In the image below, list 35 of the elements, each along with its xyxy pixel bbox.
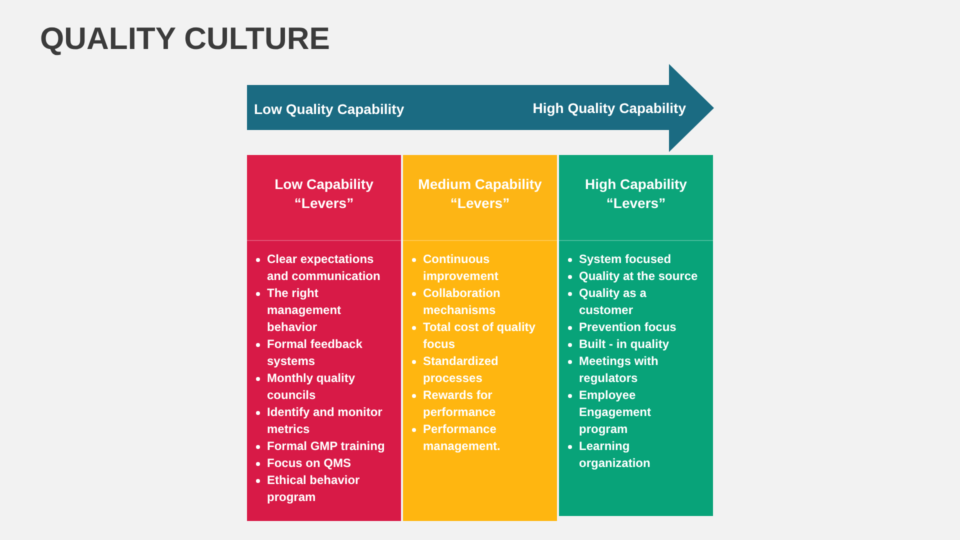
bullet-item: Performance management. [409,421,547,455]
header-text: Low Capability “Levers” [274,174,374,212]
bullet-item: Identify and monitor metrics [253,404,391,438]
bullet-item: Prevention focus [565,319,703,336]
bullet-item: The right management behavior [253,285,391,336]
bullet-item: Total cost of quality focus [409,319,547,353]
capability-arrow [247,64,714,152]
lever-list-panel [247,240,401,521]
bullet-item: Meetings with regulators [565,353,703,387]
bullet-item: Monthly quality councils [253,370,391,404]
bullet-item: Quality at the source [565,268,703,285]
column-header [559,155,713,240]
bullet-item: Quality as a customer [565,285,703,319]
lever-list-panel [403,240,557,521]
column-header [247,155,401,240]
page-title: QUALITY CULTURE [40,20,330,58]
bullet-item: Formal GMP training [253,438,391,455]
lever-list-panel [559,240,713,516]
bullet-item: Learning organization [565,438,703,472]
bullet-item: Employee Engagement program [565,387,703,438]
header-text: High Capability “Levers” [584,174,688,212]
bullet-item: Clear expectations and communication [253,251,391,285]
bullet-item: Standardized processes [409,353,547,387]
arrow-label: Low Quality Capability [254,100,404,119]
column-header [403,155,557,240]
bullet-item: Collaboration mechanisms [409,285,547,319]
bullet-item: Built - in quality [565,336,703,353]
bullet-item: Rewards for performance [409,387,547,421]
bullet-item: Focus on QMS [253,455,391,472]
arrow-label: High Quality Capability [532,99,686,118]
bullet-item: Continuous improvement [409,251,547,285]
header-text: Medium Capability “Levers” [417,174,543,212]
bullet-item: Ethical behavior program [253,472,391,506]
bullet-item: System focused [565,251,703,268]
bullet-item: Formal feedback systems [253,336,391,370]
